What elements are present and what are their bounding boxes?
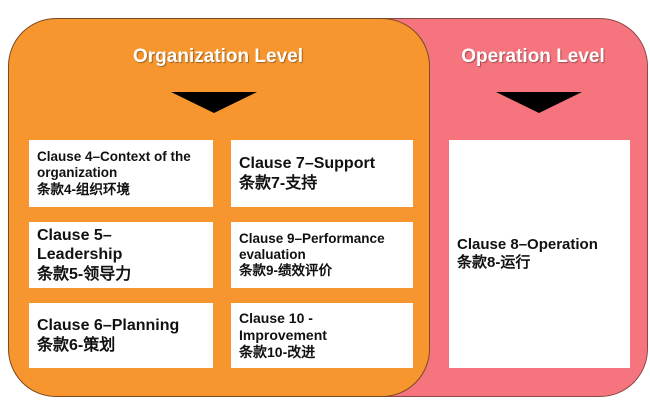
clause-zh: 条款4-组织环境 xyxy=(37,181,131,197)
clause-zh: 条款5-领导力 xyxy=(37,265,132,283)
clause-4-box: Clause 4–Context of the organization 条款4… xyxy=(29,140,213,207)
clause-10-box: Clause 10 - Improvement 条款10-改进 xyxy=(231,303,413,368)
clause-zh: 条款9-绩效评价 xyxy=(239,263,333,279)
clause-6-box: Clause 6–Planning 条款6-策划 xyxy=(29,303,213,368)
clause-zh: 条款7-支持 xyxy=(239,174,318,192)
down-arrow-icon xyxy=(171,92,257,113)
clause-en: Clause 10 - Improvement xyxy=(239,310,327,344)
clause-en: Clause 5–Leadership xyxy=(37,227,123,264)
clause-en: Clause 8–Operation xyxy=(457,236,598,253)
clause-en: Clause 4–Context of the organization xyxy=(37,149,191,181)
clause-en: Clause 6–Planning xyxy=(37,317,180,335)
clause-9-box: Clause 9–Performance evaluation 条款9-绩效评价 xyxy=(231,222,413,288)
clause-8-box: Clause 8–Operation 条款8-运行 xyxy=(449,140,630,368)
clause-en: Clause 7–Support xyxy=(239,155,376,173)
clause-en: Clause 9–Performance evaluation xyxy=(239,230,385,262)
clause-7-box: Clause 7–Support 条款7-支持 xyxy=(231,140,413,207)
operation-level-title: Operation Level xyxy=(461,46,605,67)
clause-zh: 条款10-改进 xyxy=(239,343,316,360)
organization-level-title: Organization Level xyxy=(133,46,303,67)
down-arrow-icon xyxy=(496,92,582,113)
clause-zh: 条款8-运行 xyxy=(457,254,531,271)
clause-zh: 条款6-策划 xyxy=(37,336,116,354)
clause-5-box-content: Clause 5–Leadership 条款5-领导力 xyxy=(29,222,213,288)
